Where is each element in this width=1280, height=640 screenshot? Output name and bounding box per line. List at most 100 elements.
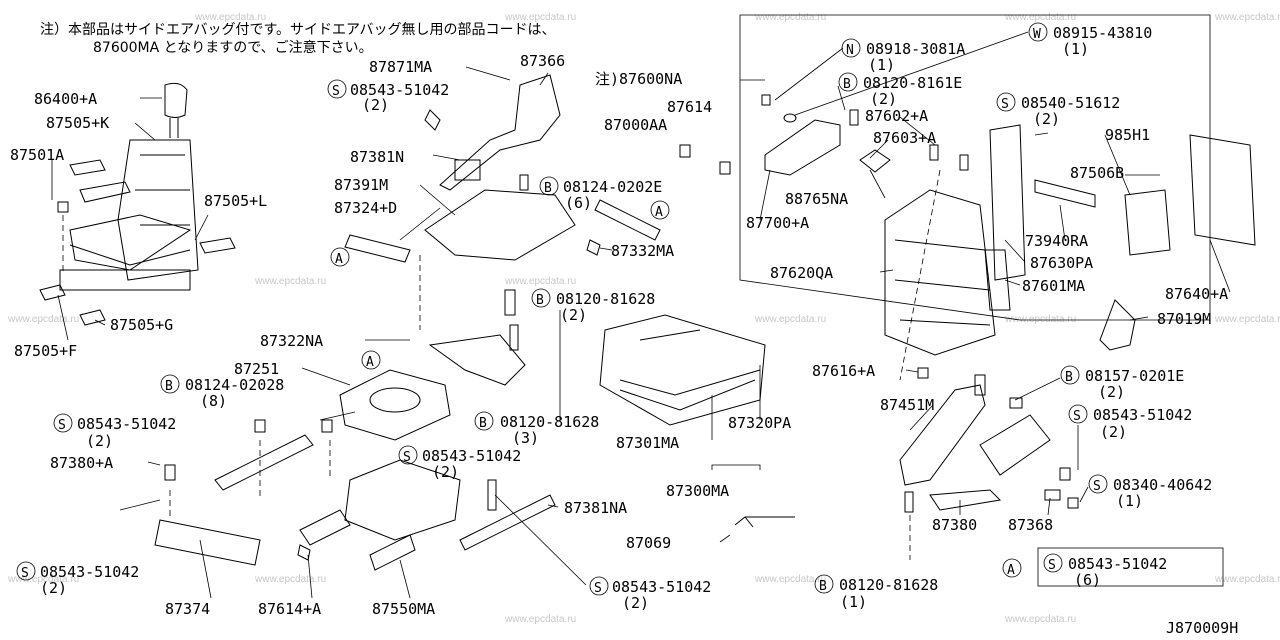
label-87251: 87251 [234, 360, 279, 378]
label-qty: (2) [622, 594, 649, 612]
symbol-letter: S [332, 84, 340, 99]
watermarks: www.epcdata.ru www.epcdata.ru www.epcdat… [7, 12, 1280, 625]
symbol-letter: B [819, 579, 827, 594]
label-87600na-code: 87600NA [619, 70, 682, 88]
symbol-letter: S [403, 450, 411, 465]
hardware-box [1037, 547, 1224, 587]
label-qty: (6) [1074, 571, 1101, 589]
label-87600na: 注)87600NA [595, 70, 682, 88]
label-87550ma: 87550MA [372, 600, 435, 618]
label-87614: 87614 [667, 98, 712, 116]
symbol-letter: A [1007, 563, 1015, 578]
label-qty: (2) [1100, 423, 1127, 441]
backrest-group-outline [739, 14, 1211, 321]
watermark: www.epcdata.ru [1004, 314, 1076, 325]
label-87380: 87380 [932, 516, 977, 534]
label-87505f: 87505+F [14, 342, 77, 360]
note-line-1: 注）本部品はサイドエアバッグ付です。サイドエアバッグ無し用の部品コードは、 [40, 22, 555, 38]
label-87374: 87374 [165, 600, 210, 618]
seat-cushion-drawing [599, 314, 795, 528]
label-87871ma: 87871MA [369, 58, 432, 76]
watermark: www.epcdata.ru [504, 614, 576, 625]
symbol-s: S [398, 445, 418, 465]
label-qty: (8) [200, 392, 227, 410]
label-985h1: 985H1 [1105, 126, 1150, 144]
label-87601ma: 87601MA [1022, 277, 1085, 295]
label-87366: 87366 [520, 52, 565, 70]
label-qty: (2) [560, 306, 587, 324]
label-08157-0201e: 08157-0201E [1085, 367, 1184, 385]
symbol-n: N [841, 38, 861, 58]
symbol-letter: S [1048, 558, 1056, 573]
symbol-letter: A [366, 355, 374, 370]
symbol-b: B [838, 72, 858, 92]
diagram-code: J870009H [1166, 619, 1238, 637]
symbol-letter: S [58, 418, 66, 433]
watermark: www.epcdata.ru [504, 276, 576, 287]
watermark: www.epcdata.ru [1214, 314, 1280, 325]
label-87019m: 87019M [1157, 310, 1211, 328]
symbol-letter: S [1001, 97, 1009, 112]
label-qty: (6) [565, 194, 592, 212]
watermark: www.epcdata.ru [1214, 574, 1280, 585]
part-labels: 86400+A 87505+K 87501A 87505+L 87505+G 8… [10, 24, 1238, 637]
label-qty: (3) [512, 429, 539, 447]
label-87620qa: 87620QA [770, 264, 833, 282]
watermark: www.epcdata.ru [194, 12, 266, 23]
symbol-letter: A [655, 205, 663, 220]
label-08124-0202e: 08124-0202E [563, 178, 662, 196]
symbol-letter: B [536, 293, 544, 308]
symbol-a: A [330, 247, 350, 267]
symbol-letter: B [1065, 370, 1073, 385]
symbol-b: B [531, 288, 551, 308]
recliner-drawing [899, 374, 1079, 560]
symbol-s: S [996, 92, 1016, 112]
watermark: www.epcdata.ru [7, 574, 79, 585]
label-87301ma: 87301MA [616, 434, 679, 452]
label-note-prefix: 注) [595, 70, 619, 88]
backrest-drawing [679, 94, 1256, 381]
label-87640a: 87640+A [1165, 285, 1228, 303]
complete-seat-drawing [39, 82, 236, 326]
label-88765na: 88765NA [785, 190, 848, 208]
label-87506b: 87506B [1070, 164, 1124, 182]
symbol-letter: S [1093, 479, 1101, 494]
label-qty: (2) [362, 96, 389, 114]
watermark: www.epcdata.ru [754, 12, 826, 23]
label-qty: (2) [432, 463, 459, 481]
watermark: www.epcdata.ru [1004, 614, 1076, 625]
symbol-b: B [1060, 365, 1080, 385]
label-08120-8161e: 08120-8161E [863, 74, 962, 92]
symbol-letter: B [479, 416, 487, 431]
label-87616a: 87616+A [812, 362, 875, 380]
label-08543-51042: 08543-51042 [40, 563, 139, 581]
label-87451m: 87451M [880, 396, 934, 414]
watermark: www.epcdata.ru [1214, 12, 1280, 23]
label-87391m: 87391M [334, 176, 388, 194]
label-08340-40642: 08340-40642 [1113, 476, 1212, 494]
symbol-a: A [650, 200, 670, 220]
label-87368: 87368 [1008, 516, 1053, 534]
seat-frame-drawing [154, 74, 661, 571]
watermark: www.epcdata.ru [754, 574, 826, 585]
watermark: www.epcdata.ru [254, 276, 326, 287]
label-87700a: 87700+A [746, 214, 809, 232]
label-08915-43810: 08915-43810 [1053, 24, 1152, 42]
label-87320pa: 87320PA [728, 414, 791, 432]
label-qty: (1) [1116, 492, 1143, 510]
label-08543-51042: 08543-51042 [350, 81, 449, 99]
watermark: www.epcdata.ru [7, 314, 79, 325]
label-73940ra: 73940RA [1025, 232, 1088, 250]
label-08120-81628: 08120-81628 [500, 413, 599, 431]
label-qty: (2) [1098, 383, 1125, 401]
symbol-a: A [361, 350, 381, 370]
watermark: www.epcdata.ru [754, 314, 826, 325]
symbol-b: B [539, 176, 559, 196]
label-87602a: 87602+A [865, 107, 928, 125]
label-87505g: 87505+G [110, 316, 173, 334]
label-87322na: 87322NA [260, 332, 323, 350]
label-87069: 87069 [626, 534, 671, 552]
label-86400a: 86400+A [34, 90, 97, 108]
